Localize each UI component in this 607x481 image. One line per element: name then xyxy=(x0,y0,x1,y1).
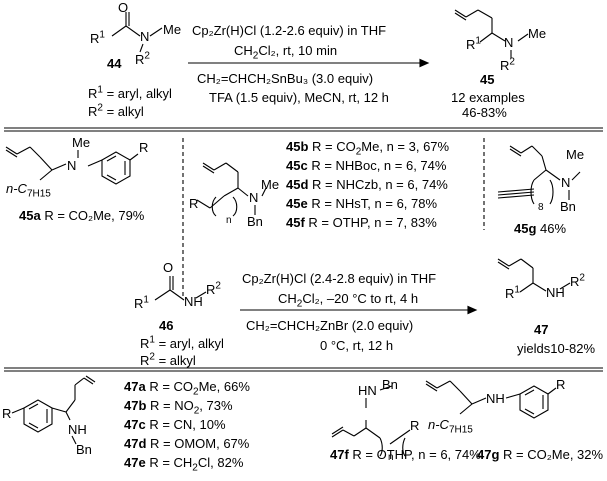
atom-n: N xyxy=(67,158,77,173)
atom-r: R xyxy=(189,196,199,211)
compound-45a-caption: 45a R = CO₂Me, 79% xyxy=(19,208,145,223)
compound-45g-structure xyxy=(497,145,581,205)
compound-45-label: 45 xyxy=(480,72,495,87)
atom-r: R xyxy=(2,406,12,421)
compound-45-structure xyxy=(454,9,529,58)
compound-47f-structure xyxy=(331,385,411,457)
scope-entry: 45d R = NHCzb, n = 6, 74% xyxy=(286,177,448,192)
compound-45b-f-structure xyxy=(196,162,267,217)
compound-47a-e-structure xyxy=(11,375,96,445)
chain-label: n-C7H15 xyxy=(6,181,51,200)
subscript-n: n xyxy=(226,215,232,226)
chain-label: n-C7H15 xyxy=(428,417,473,436)
atom-r1: R1 xyxy=(505,284,520,301)
atom-r1: R1 xyxy=(90,29,105,46)
scope-entry: 45c R = NHBoc, n = 6, 74% xyxy=(286,158,447,173)
atom-bn: Bn xyxy=(76,442,92,457)
atom-me: Me xyxy=(261,177,280,192)
atom-r: R xyxy=(410,418,420,433)
atom-r2: R2 xyxy=(500,56,515,73)
atom-r2: R2 xyxy=(206,280,221,297)
compound-47g-caption: 47g R = CO₂Me, 32% xyxy=(477,447,604,462)
atom-n: N xyxy=(249,190,259,205)
scope-entry: 45e R = NHsT, n = 6, 78% xyxy=(286,196,438,211)
reaction-arrow-1-head xyxy=(419,58,430,68)
atom-me: Me xyxy=(528,26,547,41)
atom-r2: R2 xyxy=(135,50,150,67)
reaction2-reagent-line4: 0 °C, rt, 12 h xyxy=(320,338,394,353)
scope-entry: 47c R = CN, 10% xyxy=(124,417,226,432)
atom-nh: N​H xyxy=(184,294,203,309)
r2-definition: R2 = alkyl xyxy=(88,102,144,119)
atom-bn: Bn xyxy=(382,377,398,392)
scope-entry: 45b R = CO2Me, n = 3, 67% xyxy=(286,139,450,158)
atom-n: N xyxy=(504,35,514,50)
atom-nh: N​H xyxy=(546,285,565,300)
atom-nh: N​H xyxy=(486,391,505,406)
scope-entry: 47b R = NO2, 73% xyxy=(124,398,233,417)
compound-46-label: 46 xyxy=(159,318,174,333)
atom-r: R xyxy=(556,377,566,392)
atom-hn: HN xyxy=(358,383,377,398)
scope-entry: 47d R = OMOM, 67% xyxy=(124,436,250,451)
compound-47f-caption: 47f R = OTHP, n = 6, 74% xyxy=(330,447,481,462)
scope-entry: 45f R = OTHP, n = 7, 83% xyxy=(286,215,437,230)
reaction1-reagent-line2: CH2Cl₂, rt, 10 min xyxy=(234,43,338,62)
reaction1-reagent-line3: CH₂=CHCH₂SnBu₃ (3.0 equiv) xyxy=(197,71,374,86)
reaction1-reagent-line4: TFA (1.5 equiv), MeCN, rt, 12 h xyxy=(209,90,389,105)
atom-r1: R1 xyxy=(466,35,481,52)
atom-n: N xyxy=(561,175,571,190)
atom-nh: NH xyxy=(68,422,87,437)
atom-r1: R1 xyxy=(134,294,149,311)
subscript-8: 8 xyxy=(538,202,544,213)
atom-bn: Bn xyxy=(247,214,263,229)
examples-count: 12 examples xyxy=(451,90,525,105)
atom-o: O xyxy=(163,260,174,275)
r1-definition: R1 = aryl, alkyl xyxy=(140,334,224,351)
yield-range-45: 46-83% xyxy=(462,105,507,120)
reaction2-reagent-line2: CH2Cl₂, –20 °C to rt, 4 h xyxy=(278,291,419,310)
atom-n: N xyxy=(140,29,150,44)
compound-45a-structure xyxy=(5,146,139,185)
r1-definition: R1 = aryl, alkyl xyxy=(88,84,172,101)
compound-44-structure xyxy=(111,12,163,53)
compound-46-structure xyxy=(154,276,207,301)
reaction2-reagent-line3: CH₂=CHCH₂ZnBr (2.0 equiv) xyxy=(246,318,414,333)
atom-me: Me xyxy=(566,147,585,162)
subscript-n: n xyxy=(388,452,394,463)
compound-44-label: 44 xyxy=(107,56,122,71)
reaction-arrow-2-head xyxy=(467,305,478,315)
atom-me: Me xyxy=(163,22,182,37)
scope-entry: 47a R = CO2Me, 66% xyxy=(124,379,250,398)
r2-definition: R2 = alkyl xyxy=(140,351,196,368)
scope-entry: 47e R = CH2Cl, 82% xyxy=(124,455,244,474)
compound-47-label: 47 xyxy=(534,322,549,337)
compound-47-structure xyxy=(497,258,571,293)
yield-range-47: yields10-82% xyxy=(517,341,596,356)
atom-o: O xyxy=(118,0,129,15)
atom-me: Me xyxy=(72,135,91,150)
atom-r2: R2 xyxy=(570,272,585,289)
reaction2-reagent-line1: Cp₂Zr(H)Cl (2.4-2.8 equiv) in THF xyxy=(242,271,437,286)
compound-45g-caption: 45g 46% xyxy=(514,221,567,236)
atom-r: R xyxy=(139,140,149,155)
compound-47g-structure xyxy=(425,380,557,419)
atom-bn: Bn xyxy=(560,199,576,214)
reaction1-reagent-line1: Cp₂Zr(H)Cl (1.2-2.6 equiv) in THF xyxy=(192,23,387,38)
